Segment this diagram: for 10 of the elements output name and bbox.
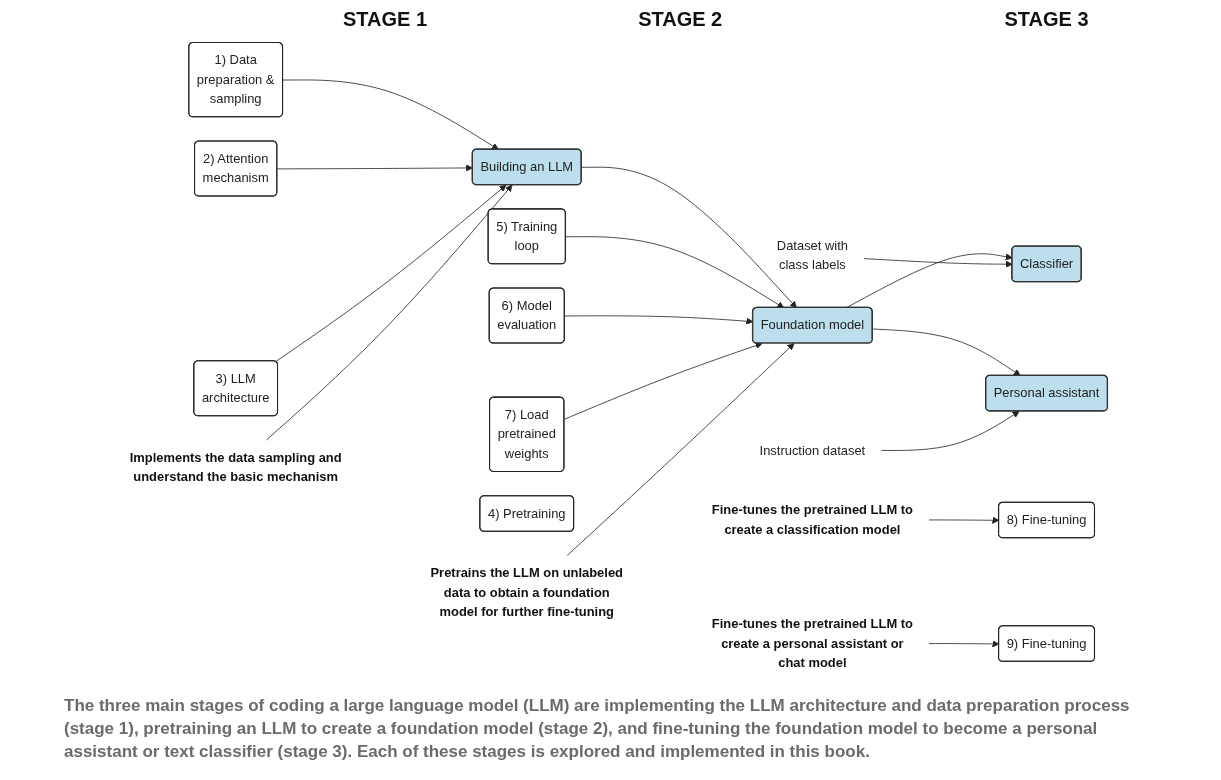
node-text: Instruction dataset: [759, 443, 866, 457]
node-text: Pretrains the LLM on unlabeled data to obtain a foundation model for further fine-tuning: [430, 566, 623, 619]
node-text: Fine-tunes the pretrained LLM to create a personal assistant or chat model: [711, 616, 913, 670]
node-text: Dataset with class labels: [776, 238, 848, 272]
stage-heading: STAGE 3: [1004, 8, 1089, 31]
node-text: Implements the data sampling and understand the basic mechanism: [129, 450, 342, 484]
stage-heading: STAGE 1: [342, 8, 427, 31]
stage-heading: STAGE 2: [638, 8, 723, 31]
caption: The three main stages of coding a large language model (LLM) are implementing the LLM architecture and data preparation process (stage 1), pretraining an LLM to create a foundation model (stage 2), and fine-tuning the foundation model to become a personal assistant or text classifier (stage 3). Each of these stages is explored and implemented in this book.: [64, 695, 1131, 764]
node-text: Fine-tunes the pretrained LLM to create a classification model: [711, 502, 913, 537]
